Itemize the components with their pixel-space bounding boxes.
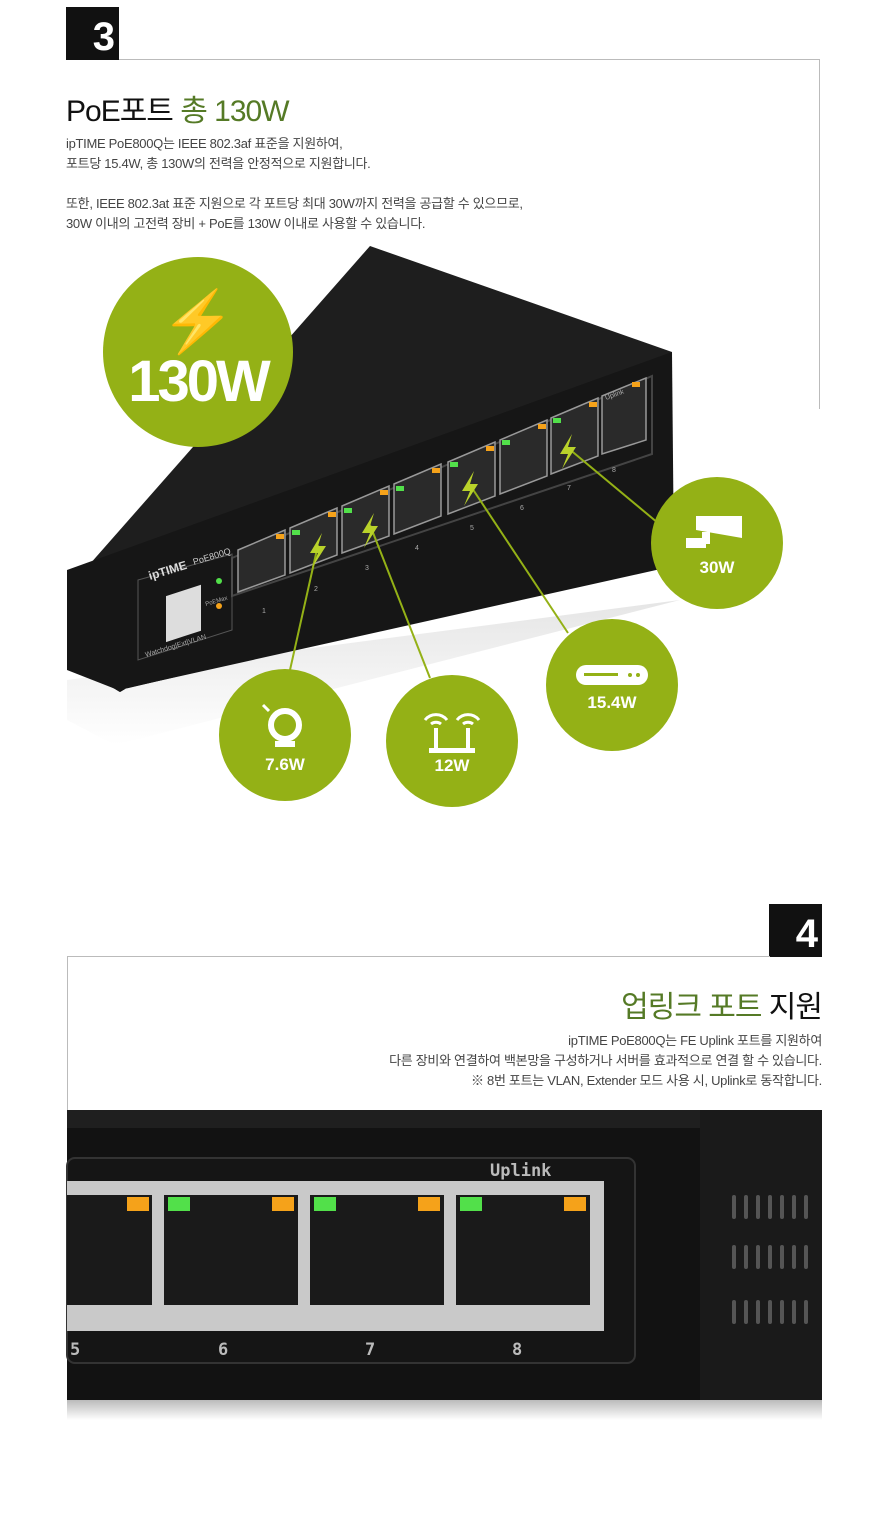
title-highlight: 업링크 포트 bbox=[621, 991, 769, 1024]
device-power-label: 12W bbox=[434, 756, 470, 775]
switch-side bbox=[700, 1110, 822, 1400]
section-number: 4 bbox=[769, 904, 822, 957]
logo-panel bbox=[137, 553, 233, 661]
label-text: 8 bbox=[612, 467, 616, 474]
desc-line: ipTIME PoE800Q는 IEEE 802.3af 표준을 지원하여, bbox=[66, 136, 343, 151]
device-badge-nas: 15.4W bbox=[546, 619, 678, 751]
total-power-badge: ⚡ 130W bbox=[103, 257, 293, 447]
desc-line: ※ 8번 포트는 VLAN, Extender 모드 사용 시, Uplink로… bbox=[471, 1073, 822, 1088]
label-text: 5 bbox=[70, 1340, 80, 1360]
desc-line: ipTIME PoE800Q는 FE Uplink 포트를 지원하여 bbox=[568, 1033, 822, 1048]
ports bbox=[237, 376, 647, 594]
port-numbers: 1 2 3 4 5 6 7 8 bbox=[262, 467, 616, 615]
device-power-label: 30W bbox=[699, 558, 735, 577]
cctv-camera-icon bbox=[686, 516, 742, 548]
title-highlight: 총 130W bbox=[180, 95, 289, 128]
label-text: 5 bbox=[470, 525, 474, 532]
section-frame bbox=[67, 956, 770, 1117]
vent-slots bbox=[732, 1195, 808, 1324]
section-description: ipTIME PoE800Q는 IEEE 802.3af 표준을 지원하여, 포… bbox=[66, 134, 523, 234]
label-text: 3 bbox=[365, 565, 369, 572]
leds bbox=[127, 1197, 586, 1211]
uplink-label: Uplink bbox=[490, 1161, 551, 1181]
label-text: 1 bbox=[262, 608, 266, 615]
section-title: 업링크 포트 지원 bbox=[621, 982, 823, 1026]
nas-device-icon bbox=[576, 665, 648, 685]
label-text: 7 bbox=[365, 1340, 375, 1360]
device-badge-webcam: 7.6W bbox=[219, 669, 351, 801]
device-badge-cctv: 30W bbox=[651, 477, 783, 609]
title-text: PoE포트 bbox=[66, 95, 181, 128]
title-text: 지원 bbox=[768, 991, 823, 1024]
label-text: 4 bbox=[415, 545, 419, 552]
desc-line: 다른 장비와 연결하여 백본망을 구성하거나 서버를 효과적으로 연결 할 수 … bbox=[389, 1053, 822, 1068]
dip-switch bbox=[166, 584, 201, 643]
ports bbox=[67, 1195, 590, 1305]
leds bbox=[216, 382, 640, 609]
label-text: 8 bbox=[512, 1340, 522, 1360]
label-text: 7 bbox=[567, 485, 571, 492]
uplink-closeup-illustration: Uplink 5 6 7 8 bbox=[66, 1110, 822, 1420]
webcam-icon bbox=[261, 703, 302, 747]
section-number: 3 bbox=[66, 7, 119, 60]
desc-line: 또한, IEEE 802.3at 표준 지원으로 각 포트당 최대 30W까지 … bbox=[66, 196, 523, 211]
label-text: 6 bbox=[520, 505, 524, 512]
label-text: 6 bbox=[218, 1340, 228, 1360]
total-power-label: 130W bbox=[128, 349, 271, 414]
wifi-router-icon bbox=[423, 713, 481, 753]
section-frame bbox=[119, 59, 820, 409]
device-power-label: 15.4W bbox=[587, 693, 637, 712]
device-power-label: 7.6W bbox=[265, 755, 305, 774]
device-badge-router: 12W bbox=[386, 675, 518, 807]
label-text: 2 bbox=[314, 586, 318, 593]
desc-line: 포트당 15.4W, 총 130W의 전력을 안정적으로 지원합니다. bbox=[66, 156, 371, 171]
port-numbers: 5 6 7 8 bbox=[70, 1340, 522, 1360]
section-description: ipTIME PoE800Q는 FE Uplink 포트를 지원하여 다른 장비… bbox=[389, 1031, 822, 1091]
desc-line: 30W 이내의 고전력 장비 + PoE를 130W 이내로 사용할 수 있습니… bbox=[66, 216, 426, 231]
port-lightning-icons bbox=[310, 434, 576, 568]
lightning-icon: ⚡ bbox=[160, 288, 236, 355]
section-title: PoE포트 총 130W bbox=[66, 86, 290, 130]
switch-illustration: ipTIME PoE800Q Watchdog|Ext|VLAN PoEMax … bbox=[67, 246, 680, 745]
